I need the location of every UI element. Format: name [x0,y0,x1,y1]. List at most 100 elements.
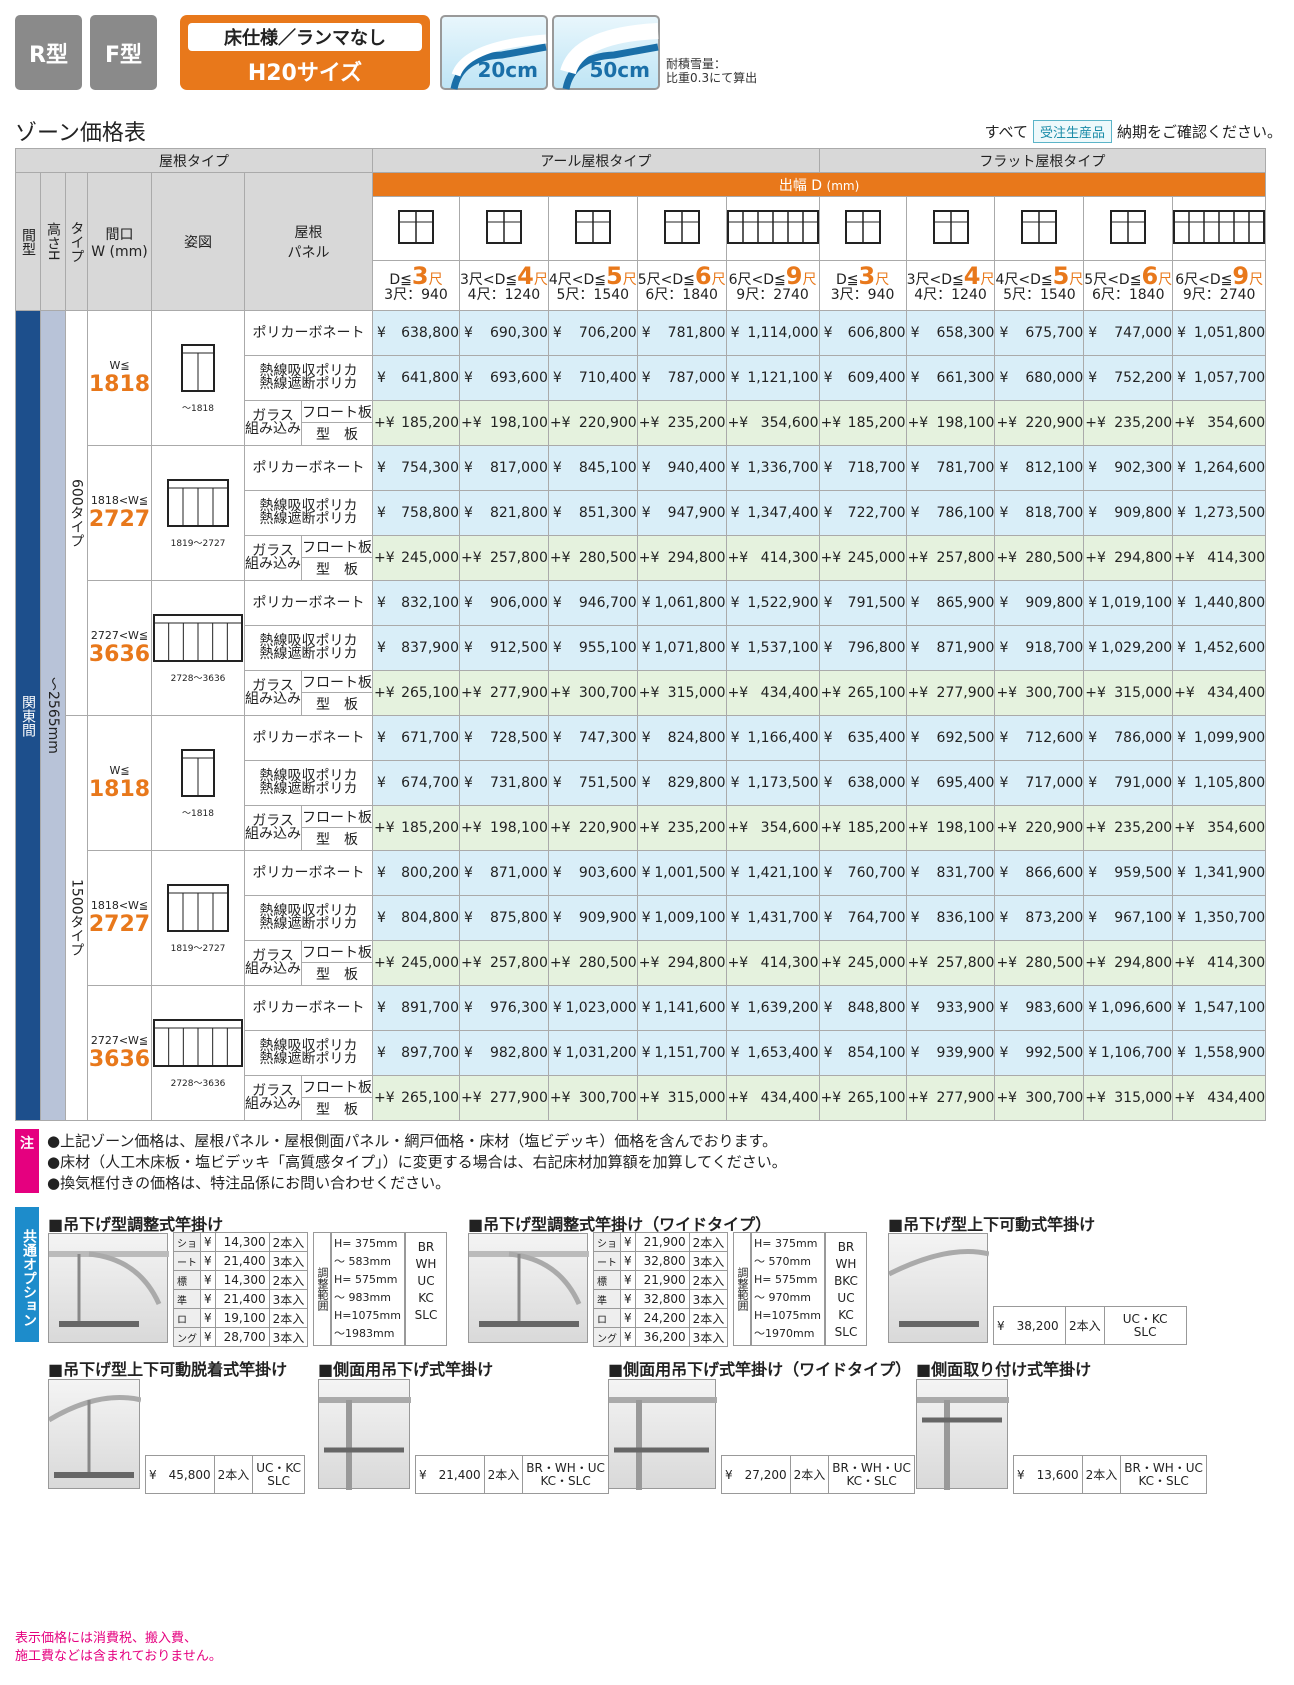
yen-sign: ¥ [464,910,473,926]
price-poly: ¥747,000 [1083,310,1174,356]
price-heat: ¥680,000 [994,355,1085,401]
price-glass: +¥245,000 [372,535,460,581]
depth-pre: 4尺<D≦ [548,271,607,288]
depth-icon-cell [818,196,907,261]
price-poly: ¥800,200 [372,850,460,896]
price-poly: ¥976,300 [459,985,549,1031]
price-value: 1,151,700 [654,1045,726,1061]
width-value: 3636 [88,642,151,667]
price-value: 754,300 [401,460,459,476]
panel-glass-1: ガラス [252,1083,294,1099]
option-colors-2: KC・SLC [1138,1473,1189,1488]
spec-badge: 床仕様／ランマなし H20サイズ [180,15,430,90]
price-value: 1,558,900 [1193,1045,1266,1061]
col-width-2: W (mm) [91,243,148,260]
price-heat: ¥875,800 [459,895,549,941]
price-poly: ¥1,001,500 [636,850,727,896]
option-qty: 2本入 [483,1455,524,1494]
price-value: 692,500 [936,730,995,746]
panel-poly: ポリカーボネート [244,715,373,761]
plus-yen-sign: +¥ [549,1090,571,1106]
yen-sign: ¥ [377,505,386,521]
option-qty: 2本入 [688,1308,729,1328]
price-glass: +¥185,200 [372,400,460,446]
f-type-badge: F型 [90,15,157,90]
price-value: 1,431,700 [747,910,819,926]
price-value: 845,100 [578,460,637,476]
price-value: 1,106,700 [1100,1045,1173,1061]
depth-unit-shaku: 尺 [533,271,548,288]
panel-heat-2: 熱線遮断ポリカ [259,781,358,797]
price-heat: ¥1,031,200 [547,1030,638,1076]
price-value: 294,800 [667,955,726,971]
table-row: 型 板 [16,422,1266,446]
panel-float: フロート板 [301,400,373,423]
price-glass: +¥315,000 [636,670,727,716]
panel-float: フロート板 [301,1075,373,1098]
option-price: ¥ 13,600 [1013,1455,1083,1494]
price-value: 837,900 [401,640,459,656]
panel-heat-2: 熱線遮断ポリカ [259,376,358,392]
price-value: 185,200 [847,820,906,836]
price-value: 220,900 [1025,820,1084,836]
price-glass: +¥220,900 [547,400,638,446]
panel-kata: 型 板 [301,962,373,986]
price-heat: ¥851,300 [547,490,638,536]
panel-glass: ガラス組み込み [244,1075,302,1121]
price-value: 1,350,700 [1193,910,1266,926]
yen-sign: ¥ [464,775,473,791]
price-poly: ¥1,166,400 [725,715,820,761]
depth-pre: 3尺<D≦ [906,271,964,288]
price-glass: +¥294,800 [636,535,727,581]
option-qty: 3本入 [268,1327,309,1347]
price-poly: ¥1,061,800 [636,580,727,626]
plus-yen-sign: +¥ [1085,820,1106,836]
price-value: 752,200 [1114,370,1173,386]
depth-mm: 9尺：2740 [736,286,809,303]
yen-sign: ¥ [552,1045,562,1061]
price-value: 836,100 [936,910,995,926]
price-value: 277,900 [489,1090,548,1106]
price-value: 710,400 [578,370,637,386]
price-value: 1,273,500 [1193,505,1266,521]
option-range: ～ 970mm [754,1291,811,1304]
plus-yen-sign: +¥ [461,955,482,971]
yen-sign: ¥ [823,640,833,656]
figure-label: ～1818 [182,808,214,819]
table-row: ガラス組み込みフロート板+¥265,100+¥277,900+¥300,700+… [16,670,1267,716]
price-value: 300,700 [1025,685,1084,701]
price-glass: +¥220,900 [994,400,1085,446]
plus-yen-sign: +¥ [996,820,1018,836]
price-value: 277,900 [489,685,548,701]
price-value: 933,900 [936,1000,995,1016]
width-value: 2727 [88,912,151,937]
yen-sign: ¥ [1177,730,1187,746]
yen-sign: ¥ [999,325,1009,341]
price-poly: ¥983,600 [994,985,1085,1031]
price-value: 690,300 [489,325,548,341]
price-glass: +¥277,900 [459,670,549,716]
yen-sign: ¥ [910,865,920,881]
depth-label: 出幅 D [778,177,823,194]
yen-sign: ¥ [1088,910,1098,926]
price-heat: ¥909,900 [547,895,638,941]
option-qty: 3本入 [688,1251,729,1271]
option-price: ¥ 45,800 [145,1455,215,1494]
depth-unit: (mm) [826,178,860,193]
depth-mm: 4尺：1240 [467,286,541,303]
yen-sign: ¥ [1177,370,1187,386]
yen-sign: ¥ [552,370,562,386]
option-length-label: ート [593,1251,621,1271]
yen-sign: ¥ [464,730,473,746]
col-panel: 屋根パネル [244,172,373,311]
depth-pre: D≦ [389,271,412,288]
price-value: 1,537,100 [747,640,819,656]
price-heat: ¥695,400 [905,760,996,806]
price-glass: +¥280,500 [994,940,1085,986]
price-value: 354,600 [1207,820,1266,836]
